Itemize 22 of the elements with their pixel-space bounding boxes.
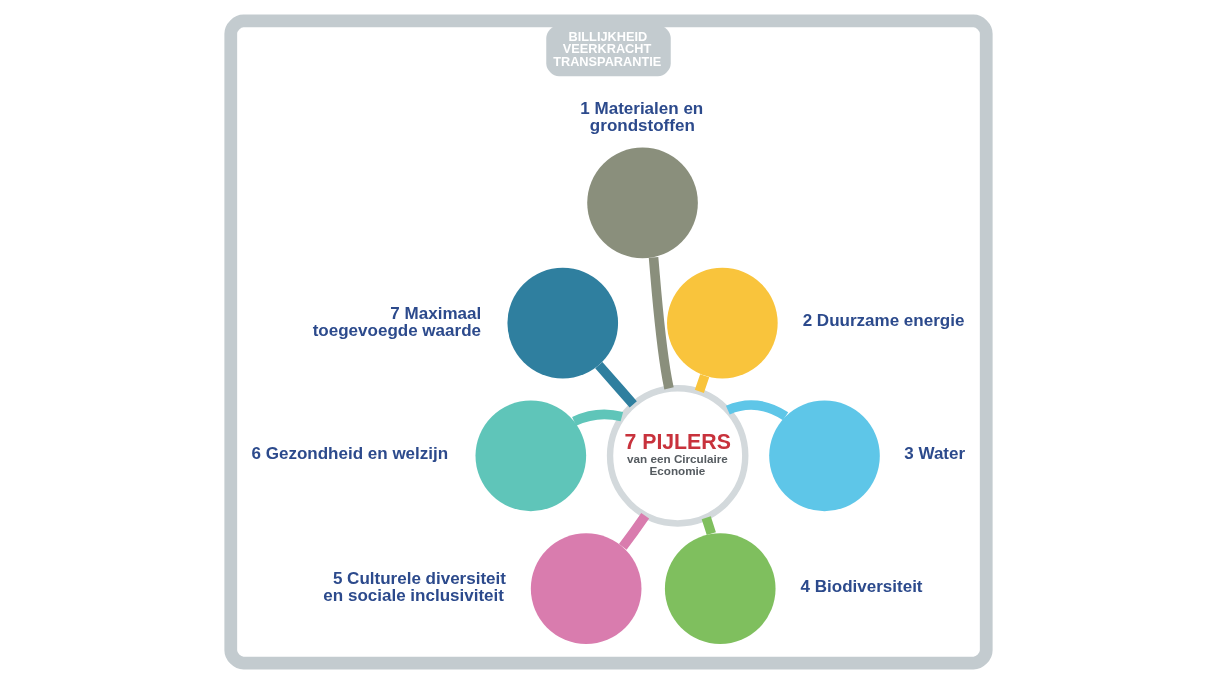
node-circle xyxy=(530,533,641,644)
node-label: 7 Maximaal toegevoegde waarde xyxy=(312,303,481,340)
node-circle xyxy=(586,147,698,259)
node-label: 3 Water xyxy=(903,443,965,463)
node-label: 1 Materialen en grondstoffen xyxy=(579,99,703,136)
node-circle xyxy=(768,400,880,512)
node-circle xyxy=(506,267,618,379)
node-label: 5 Culturele diversiteit en sociale inclusiviteit xyxy=(322,569,506,606)
node-circle xyxy=(666,267,778,379)
connector xyxy=(648,256,674,390)
node-label: 6 Gezondheid en welzijn xyxy=(251,443,448,463)
connector xyxy=(618,513,649,550)
connector xyxy=(594,361,637,408)
connector xyxy=(694,374,709,393)
connector xyxy=(571,409,623,426)
node-circle xyxy=(664,533,776,644)
node-circle xyxy=(475,400,586,512)
connector xyxy=(725,400,788,421)
node-circle: 7 PIJLERS van een Circulaire Economie xyxy=(606,385,748,527)
node-label: 4 Biodiversiteit xyxy=(800,576,923,596)
node-label: 2 Duurzame energie xyxy=(802,311,964,331)
connector xyxy=(701,516,716,535)
